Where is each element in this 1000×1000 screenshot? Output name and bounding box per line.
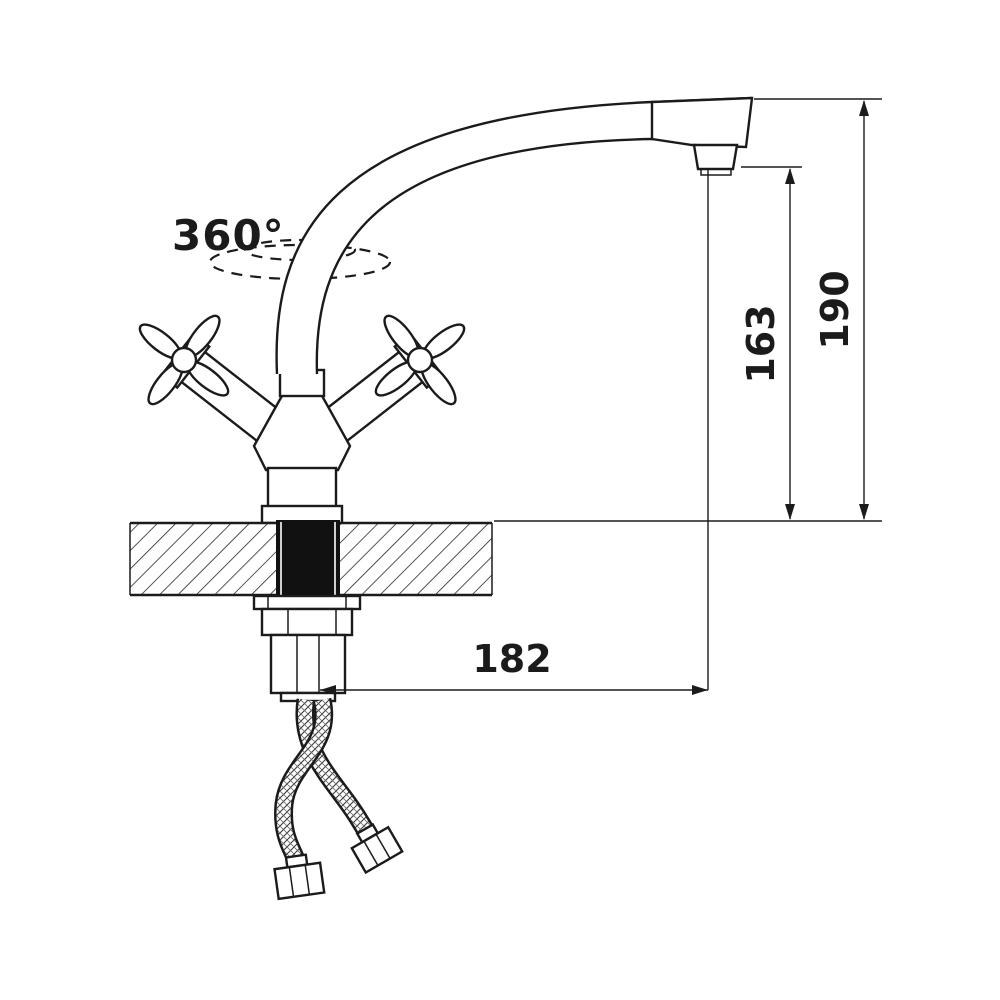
dimension-label-spout-height: 163: [739, 304, 783, 383]
dimension-label-spout-reach: 182: [472, 637, 551, 681]
supply-hoses: [273, 697, 404, 901]
aerator: [700, 168, 732, 176]
spout: [275, 96, 754, 375]
mounting-shank: [276, 520, 340, 596]
dimension-spout-height: 163: [739, 168, 795, 520]
cross-handle-left: [138, 314, 230, 406]
spout-head: [650, 96, 754, 149]
dimension-label-overall-height: 190: [813, 270, 857, 349]
dimension-spout-reach: 182: [320, 637, 708, 695]
mounting-hardware: [252, 594, 362, 703]
hose-hex-nut-left: [273, 853, 326, 901]
spout-nozzle: [692, 143, 739, 171]
threaded-body: [269, 633, 347, 695]
lock-nut: [260, 607, 354, 637]
extension-lines: [494, 98, 882, 690]
dimension-overall-height: 190: [813, 100, 869, 520]
cross-handle-right: [374, 314, 466, 406]
hose-right: [295, 698, 375, 836]
faucet-body: [252, 368, 352, 525]
hose-left: [274, 697, 334, 864]
rotation-label: 360°: [172, 211, 285, 260]
hose-hex-nut-right: [350, 822, 404, 875]
countertop: [129, 520, 493, 597]
